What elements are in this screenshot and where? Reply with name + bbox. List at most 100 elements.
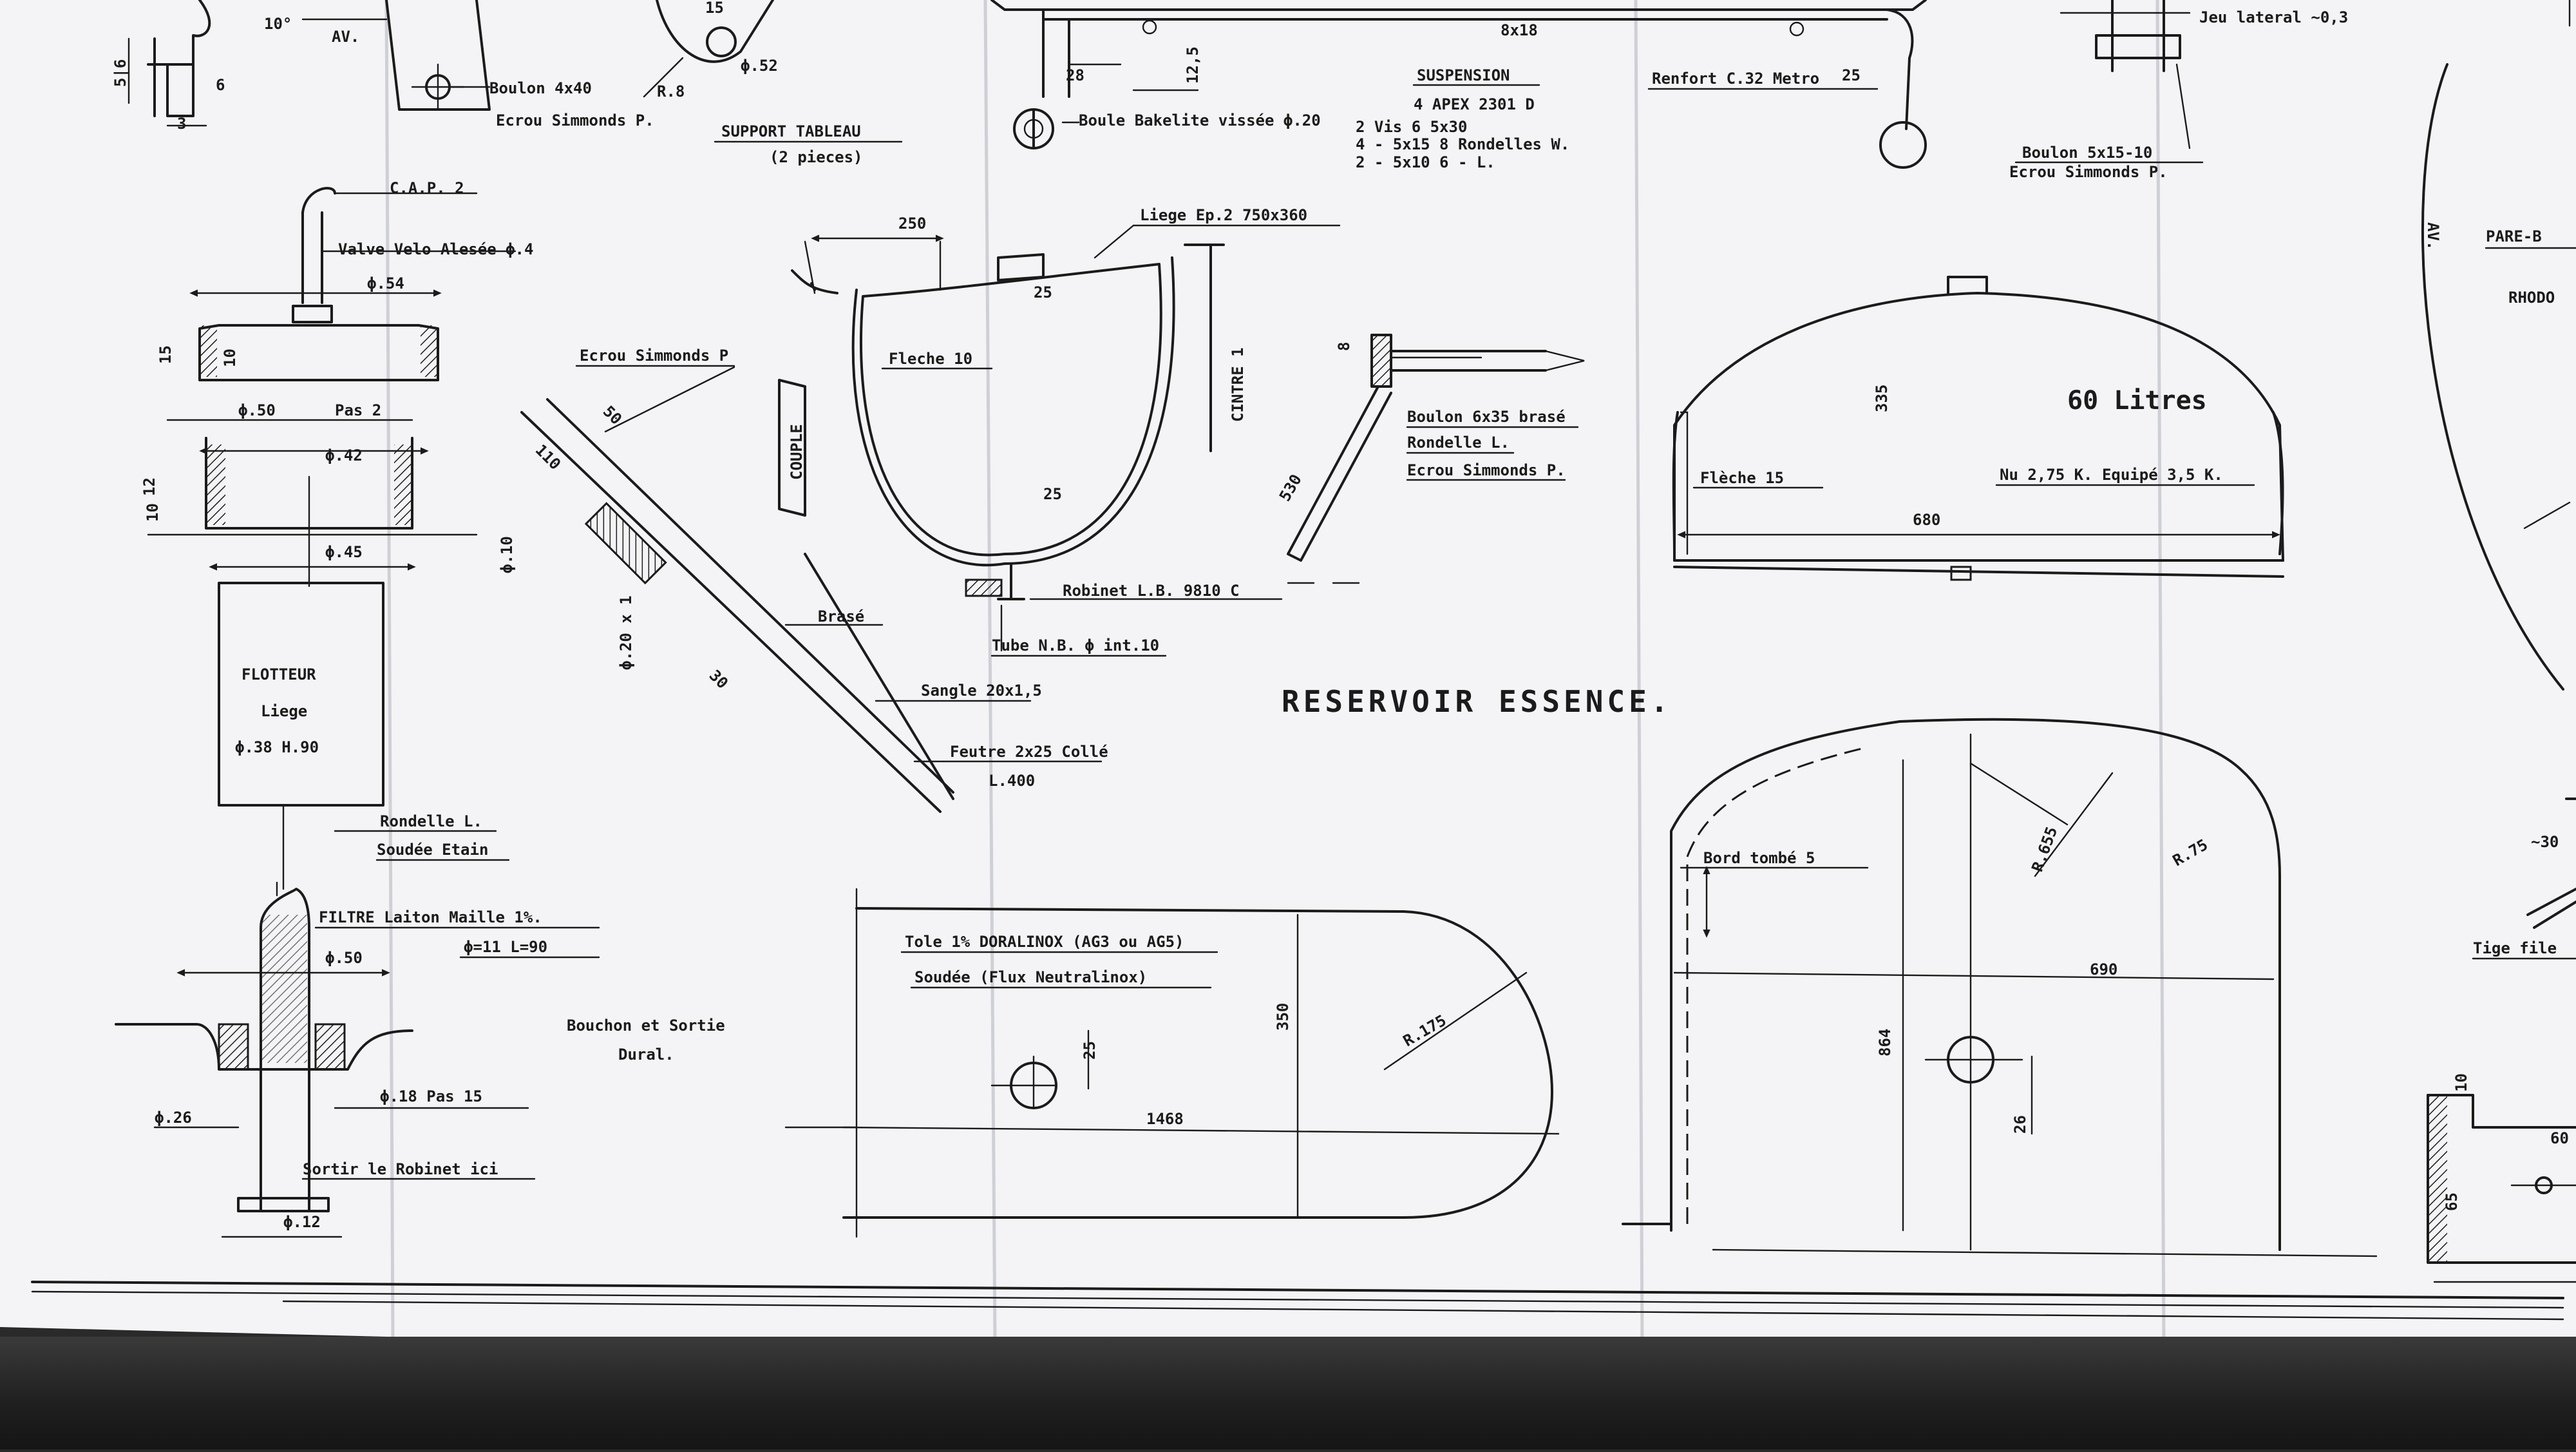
sortir-label: Sortir le Robinet ici: [303, 1160, 498, 1178]
svg-text:10°: 10°: [264, 15, 292, 33]
svg-text:3: 3: [177, 115, 186, 133]
svg-text:25: 25: [1842, 66, 1861, 84]
tank-side-view: 680 335 Flèche 15 60 Litres Nu 2,75 K. E…: [1672, 276, 2284, 581]
soudee-label: Soudée (Flux Neutralinox): [914, 968, 1147, 986]
svg-text:26: 26: [2011, 1115, 2029, 1134]
dural-label: Dural.: [618, 1046, 674, 1064]
svg-text:ϕ.52: ϕ.52: [741, 57, 778, 75]
flotteur-label: FLOTTEUR: [242, 665, 316, 683]
svg-text:Liege: Liege: [261, 702, 307, 720]
svg-text:ϕ.45: ϕ.45: [325, 543, 363, 561]
svg-text:12: 12: [140, 477, 158, 496]
border-line: [282, 1300, 2564, 1321]
tole-label: Tole 1% DORALINOX (AG3 ou AG5): [905, 933, 1184, 951]
svg-text:6: 6: [216, 76, 225, 94]
svg-text:60: 60: [2550, 1129, 2569, 1147]
robinet-label: Robinet L.B. 9810 C: [1063, 582, 1240, 600]
svg-text:25: 25: [1081, 1041, 1099, 1060]
bord-tombe-label: Bord tombé 5: [1703, 849, 1815, 867]
vis3: 2 - 5x10 6 - L.: [1356, 153, 1495, 171]
paper: [0, 0, 2576, 1359]
right-bolt: Jeu lateral ~0,3 Boulon 5x15-10 Ecrou Si…: [2009, 0, 2348, 181]
flotteur-dim: ϕ.38 H.90: [235, 738, 319, 756]
jeu-lateral: Jeu lateral ~0,3: [2199, 8, 2348, 26]
svg-text:864: 864: [1876, 1029, 1894, 1056]
rondelle-label: Rondelle L.: [380, 812, 482, 830]
fold-line: [983, 0, 997, 1344]
svg-text:335: 335: [1873, 385, 1891, 412]
border-line: [31, 1281, 2564, 1299]
boulon-brase-label: Boulon 6x35 brasé: [1407, 408, 1566, 426]
bouchon-label: Bouchon et Sortie: [567, 1017, 725, 1035]
feutre-label: Feutre 2x25 Collé: [950, 743, 1108, 761]
cap-label: C.A.P. 2: [390, 179, 464, 197]
angled-strap: Ecrou Simmonds P 50 110 ϕ.10 ϕ.20 x 1 30…: [498, 347, 1108, 813]
svg-text:690: 690: [2090, 960, 2117, 979]
svg-text:5|6: 5|6: [111, 59, 129, 87]
svg-text:R.8: R.8: [657, 82, 685, 100]
main-title: RESERVOIR ESSENCE.: [1282, 684, 1672, 719]
svg-text:680: 680: [1913, 511, 1940, 529]
svg-text:ϕ.10: ϕ.10: [498, 536, 516, 573]
ecrou-label: Ecrou Simmonds P.: [496, 111, 654, 129]
svg-text:10: 10: [2452, 1073, 2470, 1092]
svg-text:8x18: 8x18: [1501, 21, 1538, 39]
svg-text:25: 25: [1034, 283, 1052, 301]
fold-line: [384, 0, 395, 1341]
sangle-label: Sangle 20x1,5: [921, 682, 1042, 700]
suspension-bar: 8x18 28 12,5 Boule Bakelite vissée ϕ.20 …: [990, 0, 1927, 171]
svg-text:Rondelle L.: Rondelle L.: [1407, 434, 1510, 452]
boulon-right: Boulon 5x15-10: [2022, 144, 2152, 162]
support-tableau: R.8 15 ϕ.52 SUPPORT TABLEAU (2 pieces): [643, 0, 903, 166]
svg-text:AV.: AV.: [332, 28, 359, 46]
tank-cross-section: 250 Liege Ep.2 750x360 Fleche 10 25 25 C…: [778, 206, 1341, 657]
svg-text:ϕ.20 x 1: ϕ.20 x 1: [617, 595, 635, 670]
svg-text:Ecrou Simmonds P.: Ecrou Simmonds P.: [1407, 461, 1566, 479]
top-left-bracket: 5|6 3 6 10° AV.: [111, 0, 388, 133]
vis2: 4 - 5x15 8 Rondelles W.: [1356, 135, 1569, 153]
flotteur: FLOTTEUR Liege ϕ.38 H.90 Rondelle L. Sou…: [218, 582, 510, 890]
svg-text:ϕ.50: ϕ.50: [238, 401, 276, 419]
svg-text:15: 15: [156, 345, 175, 364]
weight-label: Nu 2,75 K. Equipé 3,5 K.: [2000, 466, 2223, 484]
svg-text:~30: ~30: [2531, 833, 2559, 851]
fold-line: [1634, 0, 1644, 1347]
svg-text:12,5: 12,5: [1184, 46, 1202, 84]
support-tableau-title: SUPPORT TABLEAU: [721, 122, 861, 140]
cap-assembly: C.A.P. 2 Valve Velo Alesée ϕ.4 ϕ.54 15 1…: [140, 179, 533, 587]
brase-label: Brasé: [818, 607, 864, 626]
border-line: [31, 1290, 2564, 1309]
svg-text:28: 28: [1066, 66, 1084, 84]
svg-text:350: 350: [1274, 1003, 1292, 1031]
liege-label: Liege Ep.2 750x360: [1140, 206, 1307, 224]
svg-text:ϕ=11 L=90: ϕ=11 L=90: [464, 938, 547, 956]
suspension-title: SUSPENSION: [1417, 66, 1510, 84]
svg-text:ϕ.42: ϕ.42: [325, 446, 363, 464]
svg-text:ϕ.12: ϕ.12: [283, 1213, 321, 1231]
svg-text:ϕ.50: ϕ.50: [325, 949, 363, 967]
filtre-label: FILTRE Laiton Maille 1%.: [319, 908, 542, 926]
table-surface: [0, 1337, 2576, 1449]
svg-text:CINTRE 1: CINTRE 1: [1229, 347, 1247, 422]
sheet-pattern: 350 R.175 1468 25 Tole 1% DORALINOX (AG3…: [784, 888, 1560, 1238]
svg-text:25: 25: [1043, 485, 1062, 503]
svg-text:Soudée Etain: Soudée Etain: [377, 841, 488, 859]
svg-text:ϕ.18 Pas 15: ϕ.18 Pas 15: [380, 1087, 482, 1105]
filtre: FILTRE Laiton Maille 1%. ϕ=11 L=90 ϕ.50 …: [115, 881, 725, 1238]
tige-label: Tige file: [2473, 939, 2557, 957]
rhodo-label: RHODO: [2508, 289, 2555, 307]
svg-text:Fleche 10: Fleche 10: [889, 350, 972, 368]
tube-label: Tube N.B. ϕ int.10: [992, 636, 1159, 654]
boulon-label: Boulon 4x40: [489, 79, 592, 97]
svg-text:ϕ.54: ϕ.54: [367, 274, 404, 292]
fold-line: [2155, 0, 2166, 1352]
svg-text:Pas 2: Pas 2: [335, 401, 381, 419]
boule-label: Boule Bakelite vissée ϕ.20: [1079, 111, 1321, 129]
svg-text:COUPLE: COUPLE: [788, 424, 806, 480]
apex-label: 4 APEX 2301 D: [1414, 95, 1535, 113]
boulon-plate: Boulon 4x40 Ecrou Simmonds P.: [385, 0, 654, 129]
svg-text:10: 10: [144, 503, 162, 522]
pare-label: PARE-B: [2486, 227, 2542, 245]
brazed-bolt: 8 530 Boulon 6x35 brasé Rondelle L. Ecro…: [1276, 334, 1585, 584]
